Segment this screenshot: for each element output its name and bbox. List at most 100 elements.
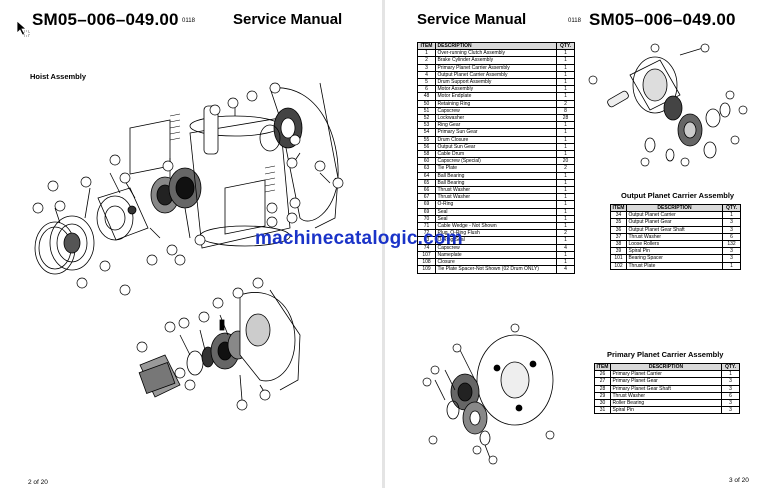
description-cell: Ring Gear [435,121,557,130]
description-cell: Seal [435,214,557,224]
item-cell: 70 [417,214,436,224]
item-cell: 37 [610,232,627,242]
qty-cell: 1 [556,207,575,216]
col-item: ITEM [610,203,627,213]
item-cell: 69 [417,207,436,216]
doc-number: SM05–006–049.00 [32,10,179,29]
item-cell: 39 [610,247,627,256]
description-cell: Seal [435,207,557,216]
qty-cell: 28 [556,114,575,123]
qty-cell: 3 [722,254,741,263]
item-cell: 102 [610,261,627,270]
qty-cell: 1 [556,56,575,65]
description-cell: Tie Plate [435,164,557,173]
page-title: Service Manual [417,11,527,28]
revision: 0118 [182,18,195,24]
qty-cell: 6 [722,232,741,242]
item-cell: 1 [417,49,436,58]
col-description: DESCRIPTION [610,362,722,372]
col-item: ITEM [594,362,611,372]
qty-cell: 1 [556,135,575,144]
qty-cell: 1 [556,121,575,130]
description-cell: O-Ring [435,200,557,209]
qty-cell: 1 [556,63,575,72]
description-cell: Output Planet Carrier [626,211,723,220]
item-cell: 109 [417,265,436,274]
qty-cell: 3 [721,399,740,408]
item-cell: 53 [417,121,436,130]
item-cell: 66 [417,186,436,195]
qty-cell: 1 [556,49,575,58]
description-cell: Motor Assembly [435,85,557,94]
qty-cell: 1 [556,193,575,202]
qty-cell: 1 [556,178,575,188]
item-cell: 54 [417,128,436,137]
motor-brake-exploded-drawing [136,277,301,411]
qty-cell: 2 [556,164,575,173]
qty-cell: 1 [722,211,741,220]
item-cell: 50 [417,99,436,108]
page-number: 3 of 20 [729,477,749,484]
description-cell: Spiral Pin [626,247,723,256]
qty-cell: 6 [721,391,740,401]
item-cell: 69 [417,200,436,209]
description-cell: Retaining Ring [435,99,557,108]
qty-cell: 1 [556,92,575,101]
planet-carrier-part [96,195,134,241]
description-cell: Tie Plate Spacer-Not Shown (02 Drum ONLY… [435,265,557,274]
description-cell: Motor Endplate [435,92,557,101]
item-cell: 3 [417,63,436,72]
item-cell: 64 [417,171,436,180]
item-cell: 4 [417,70,436,80]
item-cell: 27 [594,377,611,386]
description-cell: Output Planet Gear Shaft [626,225,723,234]
description-cell: Over-running Clutch Assembly [435,49,557,58]
mouse-pointer-icon [16,20,30,37]
qty-cell: 3 [722,218,741,227]
item-cell: 29 [594,391,611,401]
item-cell: 108 [417,258,436,267]
right-page: Service Manual 0118 SM05–006–049.00 3 of… [255,0,768,488]
item-cell: 6 [417,85,436,94]
item-cell: 51 [417,106,436,116]
qty-cell: 3 [721,406,740,415]
qty-cell: 1 [556,85,575,94]
item-cell: 55 [417,135,436,144]
description-cell: Primary Planet Gear [610,377,722,386]
description-cell: Loose Rollers [626,240,723,249]
description-cell: Roller Bearing [610,399,722,408]
qty-cell: 1 [556,250,575,260]
description-cell: Primary Planet Carrier [610,370,722,379]
item-cell: 58 [417,150,436,159]
col-qty: QTY. [556,41,575,51]
description-cell: Drum Support Assembly [435,78,557,87]
description-cell: Capscrew [435,106,557,116]
item-cell: 34 [610,211,627,220]
